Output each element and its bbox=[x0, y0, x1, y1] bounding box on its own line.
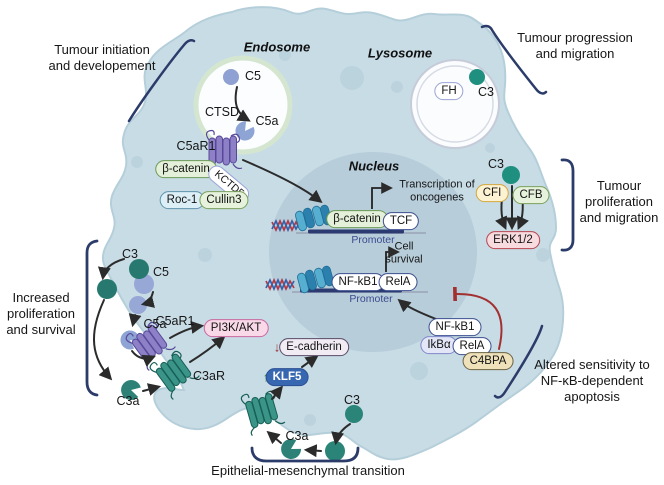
fh-pill: FH bbox=[434, 82, 464, 100]
c5-label-endosome: C5 bbox=[245, 68, 261, 83]
bracket-proliferation-right bbox=[560, 158, 575, 252]
signal-arrows bbox=[93, 86, 529, 458]
cfb-pill: CFB bbox=[512, 186, 550, 204]
nucleus-title: Nucleus bbox=[348, 158, 400, 174]
c3-dot-left2 bbox=[97, 279, 117, 299]
c5ar1-label-left: C5aR1 bbox=[155, 313, 195, 328]
c4bpa-pill: C4BPA bbox=[462, 352, 514, 370]
c3a-shape-bottom bbox=[281, 438, 302, 459]
c3-label-left: C3 bbox=[122, 246, 138, 261]
ctsd-label: CTSD bbox=[204, 104, 240, 119]
arrow-c5ar1-pi3k bbox=[169, 320, 205, 339]
annotation-increased-proliferation: Increased proliferation and survival bbox=[6, 290, 76, 337]
inhibition-arc-c4bpa bbox=[453, 286, 503, 350]
arrow-klf5-ecadherin bbox=[301, 355, 319, 368]
bracket-emt bbox=[250, 446, 360, 463]
line-tumour-progression bbox=[480, 24, 548, 95]
cell-survival-label: Cell survival bbox=[385, 240, 423, 265]
promoter-label-survival: Promoter bbox=[349, 292, 393, 305]
rela-pill-complex: RelA bbox=[452, 337, 492, 355]
c3-label-lysosome: C3 bbox=[478, 84, 494, 99]
c5a-label-endosome: C5a bbox=[255, 113, 279, 128]
transcription-arrow-oncogenes bbox=[371, 182, 393, 209]
c5-dot-endosome bbox=[223, 69, 239, 85]
lysosome-title: Lysosome bbox=[367, 45, 433, 61]
annotation-altered-sensitivity: Altered sensitivity to NF-κB-dependent a… bbox=[534, 357, 650, 404]
e-cadherin-pill: E-cadherin bbox=[279, 338, 349, 356]
line-tumour-initiation bbox=[127, 38, 196, 123]
arrow-c3a-to-receptor bbox=[142, 383, 162, 396]
klf5-pill: KLF5 bbox=[265, 368, 309, 386]
c5-dot-left2 bbox=[129, 296, 147, 314]
c3a-label-left: C3a bbox=[116, 393, 140, 408]
roc1-pill: Roc-1 bbox=[159, 191, 205, 209]
anaphylatoxin-shapes bbox=[120, 121, 302, 459]
c3-dot-left bbox=[129, 259, 149, 279]
arrow-c3-cleave-left bbox=[97, 258, 125, 281]
promoter-label-oncogenes: Promoter bbox=[351, 233, 395, 246]
line-altered-sensitivity bbox=[493, 324, 544, 399]
cfi-pill: CFI bbox=[475, 184, 509, 202]
cytoplasm-bubbles bbox=[131, 49, 550, 426]
c3ar-label: C3aR bbox=[193, 368, 225, 383]
arrow-c3a-receptor-emt bbox=[266, 430, 282, 445]
c5a-label-left: C5a bbox=[143, 316, 167, 331]
arrow-receptor-to-nucleus bbox=[242, 159, 323, 204]
c5a-shape-endosome bbox=[235, 121, 255, 141]
endosome-vesicle bbox=[193, 55, 293, 155]
cullin3-pill: Cullin3 bbox=[199, 191, 249, 209]
c3-dot-lysosome bbox=[469, 69, 485, 85]
arrow-c5-cleave-left bbox=[140, 291, 156, 308]
nfkb1-pill-complex: NF-kB1 bbox=[428, 318, 482, 336]
c3a-label-bottom: C3a bbox=[285, 428, 309, 443]
nfkb1-pill-nucleus: NF-kB1 bbox=[331, 273, 385, 291]
lysosome-vesicle bbox=[410, 59, 500, 149]
annotation-emt: Epithelial-mesenchymal transition bbox=[211, 463, 405, 479]
annotation-tumour-initiation: Tumour initiation and developement bbox=[48, 42, 156, 73]
c3-label-bottom: C3 bbox=[344, 392, 360, 407]
c5ar1-label-endosome: C5aR1 bbox=[176, 138, 216, 153]
c5ar1-receptor-endosome bbox=[205, 129, 243, 173]
c5-label-left: C5 bbox=[153, 264, 169, 279]
arrow-c3-dot-bottom bbox=[331, 423, 351, 446]
c3-label-right: C3 bbox=[488, 156, 504, 171]
arrow-c5-to-c5a bbox=[234, 86, 251, 122]
transcription-oncogenes-label: Transcription of oncogenes bbox=[399, 178, 475, 203]
transcription-arrow-survival bbox=[385, 246, 400, 272]
c3-dot-bottom bbox=[345, 405, 363, 423]
arrow-c5a-to-receptor bbox=[131, 350, 156, 367]
c3-dot-right bbox=[502, 166, 520, 184]
rela-pill-nucleus: RelA bbox=[378, 273, 418, 291]
annotation-tumour-progression: Tumour progression and migration bbox=[517, 30, 633, 61]
bracket-proliferation-left bbox=[85, 239, 99, 397]
tcf-pill: TCF bbox=[382, 212, 420, 230]
arrow-receptor-klf5 bbox=[269, 385, 284, 400]
c3-dot-bottom2 bbox=[325, 441, 345, 461]
c3ar-receptor bbox=[149, 350, 200, 400]
c3a-shape-left bbox=[121, 380, 141, 401]
arrow-c5-to-c5a-left bbox=[128, 313, 142, 328]
arrow-c3-to-c3a-long bbox=[93, 299, 113, 381]
beta-catenin-pill-nucleus: β-catenin bbox=[326, 210, 388, 228]
decrease-indicator: ↓ bbox=[273, 339, 281, 355]
annotation-tumour-proliferation: Tumour proliferation and migration bbox=[579, 178, 659, 225]
beta-catenin-pill-membrane: β-catenin bbox=[155, 160, 217, 178]
c3ar-receptor-emt bbox=[240, 390, 286, 437]
arrow-c3ar-pi3k bbox=[189, 335, 226, 363]
erk12-pill: ERK1/2 bbox=[486, 231, 540, 249]
arrow-complex-to-promoter bbox=[397, 298, 437, 320]
section-brackets bbox=[85, 24, 575, 463]
c5a-shape-left bbox=[120, 330, 140, 350]
endosome-title: Endosome bbox=[243, 39, 311, 55]
arrow-dot-c3a-bottom bbox=[303, 444, 322, 458]
pi3k-akt-pill: PI3K/AKT bbox=[203, 319, 269, 337]
dna-scene-oncogenes bbox=[271, 182, 426, 234]
